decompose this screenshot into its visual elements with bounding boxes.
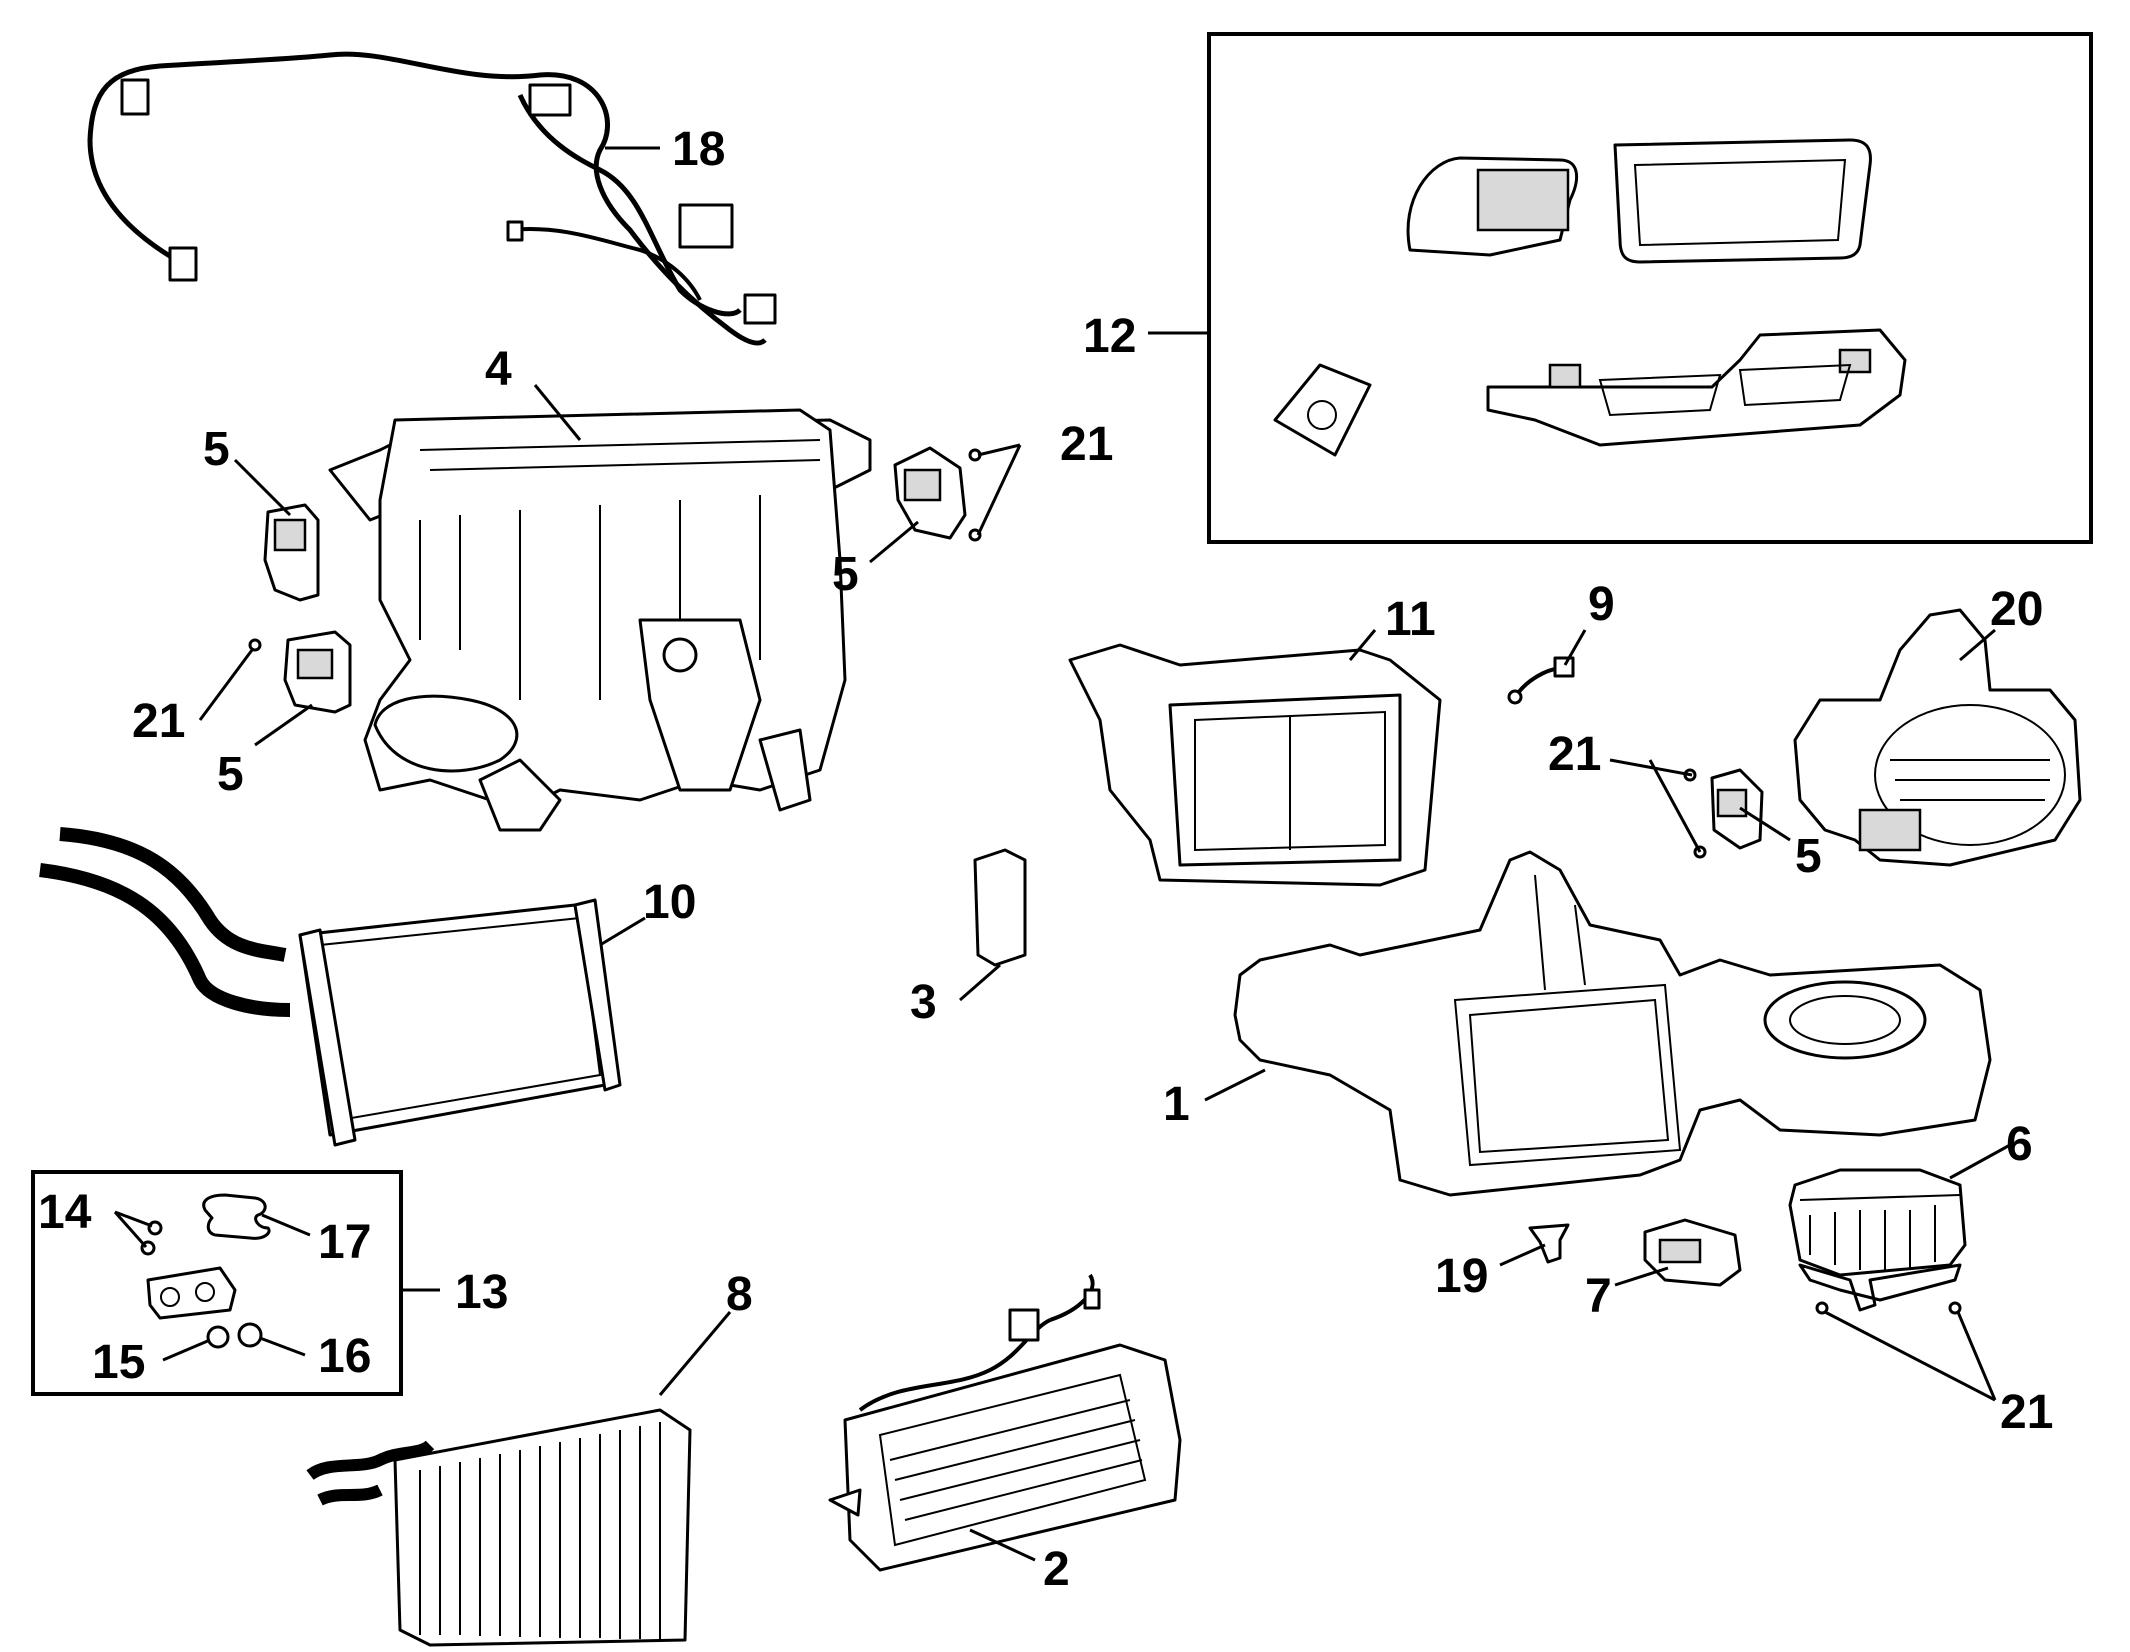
kit-box-13: [31, 1170, 403, 1396]
kit-box-12: [1207, 32, 2093, 544]
resistor-7: [1643, 1218, 1742, 1287]
actuator-5-top-center: [893, 446, 967, 540]
callout-15: 15: [92, 1336, 145, 1389]
evaporator-8: [306, 1408, 692, 1647]
blower-motor-6: [1788, 1168, 1967, 1312]
main-case-1: [1233, 850, 1992, 1197]
callout-17: 17: [318, 1216, 371, 1269]
callout-8: 8: [726, 1268, 753, 1321]
callout-21: 21: [1548, 728, 1601, 781]
callout-9: 9: [1588, 578, 1615, 631]
control-module-3: [973, 848, 1027, 967]
actuator-5-lower-left: [283, 630, 352, 714]
callout-7: 7: [1585, 1270, 1612, 1323]
heater-core-10: [39, 827, 622, 1147]
kit-12-parts: [1273, 138, 1907, 457]
callout-14: 14: [38, 1186, 92, 1239]
duct-housing-11: [1068, 643, 1442, 887]
blower-housing-20: [1793, 608, 2082, 867]
callout-20: 20: [1990, 583, 2043, 636]
callout-21: 21: [2000, 1386, 2053, 1439]
callout-5: 5: [832, 548, 859, 601]
callout-3: 3: [910, 976, 937, 1029]
callout-10: 10: [643, 876, 696, 929]
callout-1: 1: [1163, 1078, 1190, 1131]
callout-21: 21: [132, 695, 185, 748]
wiring-harness-18: [87, 51, 777, 346]
callout-11: 11: [1385, 593, 1436, 646]
callout-13: 13: [455, 1266, 508, 1319]
part-2-with-wiring: [828, 1273, 1182, 1572]
kit-13-parts: [140, 1193, 271, 1349]
callout-5: 5: [203, 423, 230, 476]
callout-16: 16: [318, 1330, 371, 1383]
callout-12: 12: [1083, 310, 1136, 363]
callout-2: 2: [1043, 1543, 1070, 1596]
leader-lines: [113, 146, 2011, 1562]
callout-18: 18: [672, 123, 725, 176]
callout-19: 19: [1435, 1250, 1488, 1303]
callout-4: 4: [485, 343, 512, 396]
hvac-housing-4: [328, 408, 872, 832]
callout-labels: 18 4 5 21 5 21 5 12 11 9 20 21 5 10 3 1 …: [38, 123, 2053, 1596]
callout-6: 6: [2006, 1118, 2033, 1171]
actuator-5-upper-left: [263, 503, 320, 602]
clip-19: [1528, 1223, 1570, 1264]
actuator-5-right: [1710, 768, 1764, 850]
callout-5: 5: [1795, 830, 1822, 883]
sensor-9: [1507, 656, 1575, 705]
callout-21: 21: [1060, 418, 1113, 471]
callout-5: 5: [217, 748, 244, 801]
